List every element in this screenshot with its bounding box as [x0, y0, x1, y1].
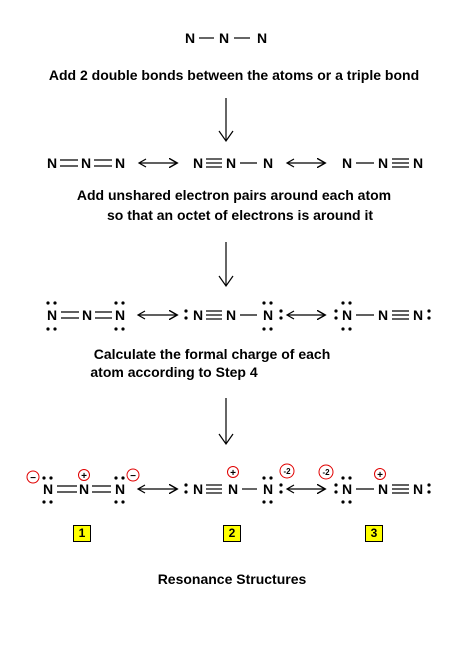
atom-n: N [413, 307, 423, 323]
formal-charge-row: − N + N N − N + N N -2 [26, 463, 431, 504]
plus-charge: + [230, 468, 236, 479]
atom-n: N [193, 481, 203, 497]
start-structure: N N N [185, 30, 267, 46]
minus-charge: − [30, 473, 36, 484]
atom-n: N [47, 155, 57, 171]
atom-n: N [43, 481, 53, 497]
atom-n: N [342, 481, 352, 497]
minus-charge: − [130, 471, 136, 482]
step-2-caption-line-2: so that an octet of electrons is around … [106, 207, 374, 223]
down-arrow-2 [218, 242, 234, 288]
atom-n: N [228, 481, 238, 497]
atom-n: N [193, 307, 203, 323]
atom-n: N [378, 155, 388, 171]
atom-n: N [82, 307, 92, 323]
atom-n: N [115, 155, 125, 171]
minus-two-charge: -2 [283, 467, 291, 476]
bond-row: N N N N N N N N N [47, 155, 423, 171]
plus-charge: + [377, 470, 383, 481]
atom-n: N [81, 155, 91, 171]
atom-n: N [193, 155, 203, 171]
atom-n: N [413, 481, 423, 497]
step-3-caption-line-2: atom according to Step 4 [90, 364, 258, 380]
atom-n: N [79, 481, 89, 497]
atom-n: N [47, 307, 57, 323]
structure-label-2: 2 [223, 525, 241, 542]
atom-n: N [219, 30, 229, 46]
atom-n: N [263, 307, 273, 323]
down-arrow-1 [218, 98, 234, 143]
lewis-row: N N N N N N N N [46, 301, 431, 331]
structure-label-1: 1 [73, 525, 91, 542]
atom-n: N [378, 307, 388, 323]
step-1-caption: Add 2 double bonds between the atoms or … [48, 67, 420, 83]
atom-n: N [115, 307, 125, 323]
atom-n: N [185, 30, 195, 46]
minus-two-charge: -2 [322, 468, 330, 477]
atom-n: N [257, 30, 267, 46]
atom-n: N [378, 481, 388, 497]
atom-n: N [263, 481, 273, 497]
step-3-caption-line-1: Calculate the formal charge of each [93, 346, 331, 362]
atom-n: N [263, 155, 273, 171]
resonance-structures-title: Resonance Structures [157, 571, 307, 587]
step-2-caption-line-1: Add unshared electron pairs around each … [76, 187, 392, 203]
atom-n: N [342, 307, 352, 323]
structure-label-3: 3 [365, 525, 383, 542]
atom-n: N [115, 481, 125, 497]
plus-charge: + [81, 471, 87, 482]
atom-n: N [226, 155, 236, 171]
atom-n: N [413, 155, 423, 171]
down-arrow-3 [218, 398, 234, 446]
atom-n: N [342, 155, 352, 171]
atom-n: N [226, 307, 236, 323]
